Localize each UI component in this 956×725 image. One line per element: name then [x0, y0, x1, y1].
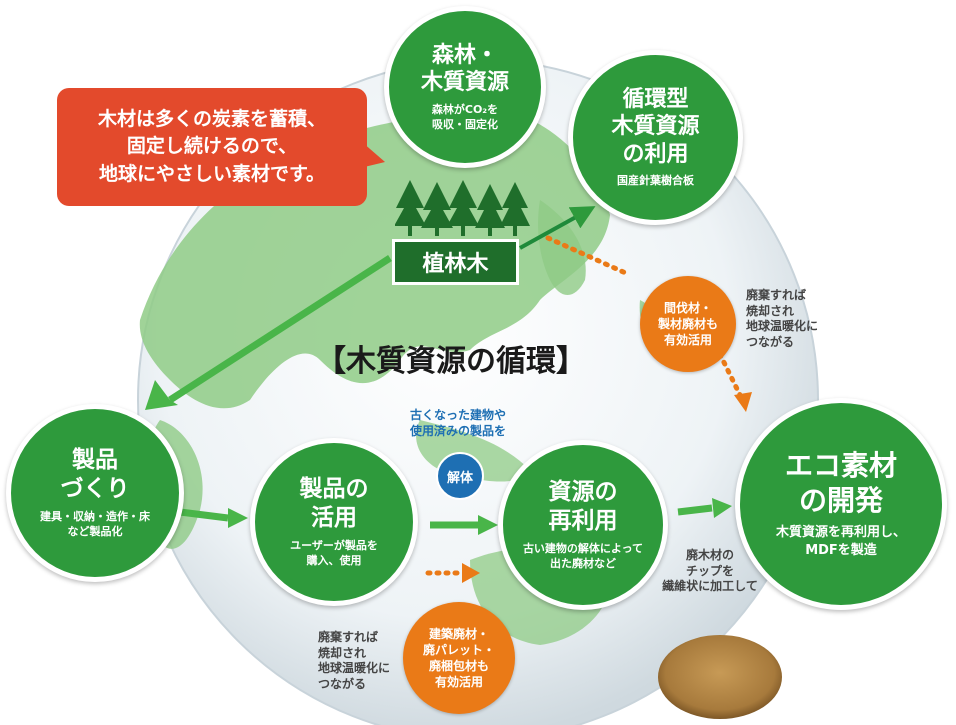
node-recycle-use-title: 循環型 木質資源 の利用 [611, 86, 699, 169]
plantation-label: 植林木 [392, 239, 519, 285]
node-product-use-sub: ユーザーが製品を 購入、使用 [290, 539, 378, 569]
node-recycle-use: 循環型 木質資源 の利用 国産針葉樹合板 [568, 50, 743, 225]
trees-icon [395, 180, 530, 238]
demolition-badge: 解体 [436, 452, 484, 500]
note-bottom: 廃棄すれば 焼却され 地球温暖化に つながる [318, 630, 390, 692]
node-reuse-sub: 古い建物の解体によって 出た廃材など [523, 542, 643, 572]
tree-icons [395, 180, 530, 238]
node-product-use-title: 製品の 活用 [300, 475, 369, 533]
node-forest-sub: 森林がCO₂を 吸収・固定化 [432, 103, 498, 133]
node-reuse: 資源の 再利用 古い建物の解体によって 出た廃材など [498, 440, 668, 610]
node-forest: 森林・ 木質資源 森林がCO₂を 吸収・固定化 [384, 6, 546, 168]
node-product-making: 製品 づくり 建具・収納・造作・床 など製品化 [6, 404, 184, 582]
callout-box: 木材は多くの炭素を蓄積、 固定し続けるので、 地球にやさしい素材です。 [57, 88, 367, 206]
demolition-note: 古くなった建物や 使用済みの製品を [388, 408, 528, 439]
chip-note: 廃木材の チップを 繊維状に加工して [650, 548, 770, 595]
node-reuse-title: 資源の 再利用 [549, 478, 618, 536]
plantation-text: 植林木 [422, 246, 488, 278]
wood-chip-image [655, 622, 785, 722]
node-product-making-title: 製品 づくり [61, 446, 130, 504]
demolition-badge-text: 解体 [447, 467, 473, 486]
diagram-title: 【木質資源の循環】 [286, 336, 616, 380]
node-product-use: 製品の 活用 ユーザーが製品を 購入、使用 [250, 438, 418, 606]
node-recycle-use-sub: 国産針葉樹合板 [617, 174, 694, 189]
note-right: 廃棄すれば 焼却され 地球温暖化に つながる [746, 288, 818, 350]
node-product-making-sub: 建具・収納・造作・床 など製品化 [40, 510, 150, 540]
orange-thinning: 間伐材・ 製材廃材も 有効活用 [640, 276, 736, 372]
node-eco-title: エコ素材 の開発 [785, 448, 897, 518]
callout-text: 木材は多くの炭素を蓄積、 固定し続けるので、 地球にやさしい素材です。 [98, 106, 326, 189]
node-eco-sub: 木質資源を再利用し、 MDFを製造 [776, 524, 906, 559]
orange-construction: 建築廃材・ 廃パレット・ 廃梱包材も 有効活用 [403, 602, 515, 714]
node-forest-title: 森林・ 木質資源 [421, 42, 509, 97]
